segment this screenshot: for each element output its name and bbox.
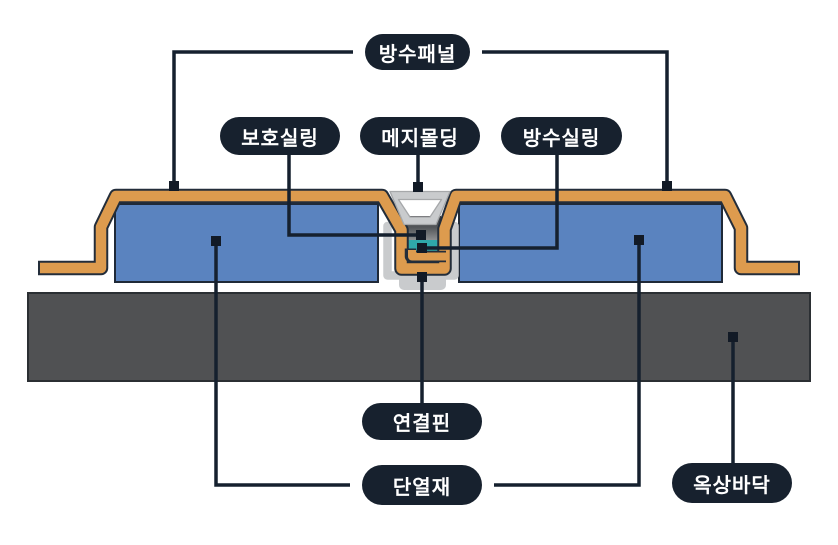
marker-joint-molding: [413, 182, 423, 192]
line-insulation-right: [494, 245, 641, 487]
label-insulation: 단열재: [362, 465, 482, 505]
label-protective-sealing: 보호실링: [220, 117, 340, 155]
line-protective-sealing: [287, 155, 416, 237]
line-waterproof-panel-left: [172, 50, 353, 181]
label-waterproof-sealing: 방수실링: [501, 117, 622, 155]
insulation-left-panel: [114, 203, 379, 283]
label-connection-pin: 연결핀: [362, 403, 482, 440]
marker-rooftop-floor: [728, 332, 738, 342]
marker-protective-sealing: [416, 230, 426, 240]
joint-molding-cap: [389, 190, 451, 226]
marker-waterproof-sealing: [417, 243, 427, 253]
line-insulation-left: [214, 246, 350, 487]
waterproof-panel-sheet: [38, 188, 800, 276]
marker-waterproof-panel-left: [169, 181, 179, 191]
panel-edge-hook: [404, 248, 446, 263]
marker-insulation-left: [211, 236, 221, 246]
line-waterproof-panel-right: [482, 50, 669, 181]
label-waterproof-panel: 방수패널: [365, 34, 470, 70]
marker-insulation-right: [634, 235, 644, 245]
label-rooftop-floor: 옥상바닥: [672, 463, 792, 503]
insulation-right-panel: [458, 203, 723, 283]
marker-waterproof-panel-right: [662, 181, 672, 191]
callout-markers: [169, 181, 738, 342]
label-joint-molding: 메지몰딩: [360, 117, 480, 155]
callout-lines: [172, 50, 735, 487]
rooftop-floor-slab: [27, 292, 811, 382]
line-waterproof-sealing: [427, 155, 559, 250]
marker-connection-pin: [417, 272, 427, 282]
